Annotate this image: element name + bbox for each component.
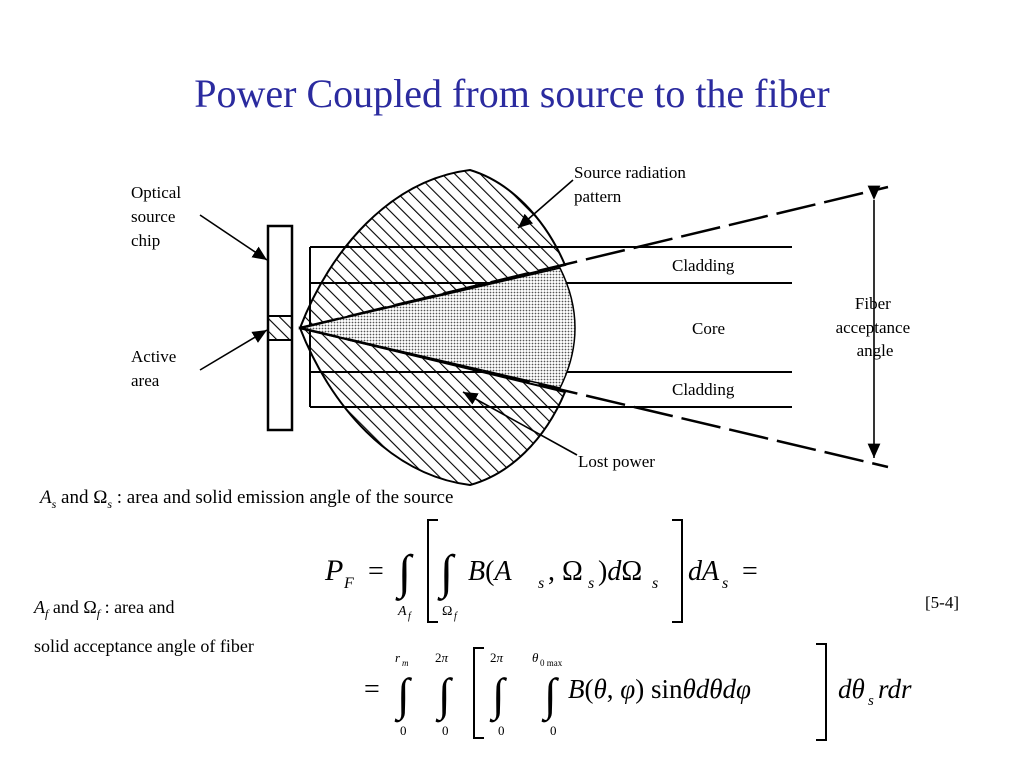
acceptance-lines: [299, 185, 889, 469]
active-area-block: [267, 315, 293, 341]
svg-text:=: =: [364, 674, 380, 705]
svg-text:A: A: [397, 604, 407, 619]
cladding-top-label: Cladding: [672, 256, 735, 275]
lost-power-label: Lost power: [578, 452, 655, 471]
optical-source-chip-label: Optical source chip: [131, 183, 185, 250]
svg-text:B(A: B(A: [468, 556, 512, 587]
slide-title: Power Coupled from source to the fiber: [194, 71, 830, 116]
svg-text:dA: dA: [688, 556, 720, 587]
svg-text:B(θ, φ) sinθdθdφ: B(θ, φ) sinθdθdφ: [568, 674, 751, 704]
svg-text:rdr: rdr: [878, 674, 912, 704]
svg-text:∫: ∫: [437, 546, 456, 601]
svg-text:f: f: [454, 611, 458, 622]
svg-text:)dΩ: )dΩ: [598, 556, 642, 587]
svg-text:F: F: [343, 575, 354, 592]
active-area-pointer: [199, 329, 268, 371]
fiber-symbols: Af and Ωf: [34, 597, 101, 621]
active-area-label: Active area: [131, 347, 181, 390]
svg-text:s: s: [868, 693, 874, 709]
svg-text:, Ω: , Ω: [548, 556, 583, 587]
svg-text:2π: 2π: [435, 650, 449, 665]
svg-text:∫: ∫: [435, 669, 453, 723]
svg-text:s: s: [722, 575, 728, 592]
svg-text:0 max: 0 max: [540, 658, 563, 668]
svg-text:0: 0: [498, 723, 505, 738]
fiber-acceptance-angle-label: Fiber acceptance angle: [836, 294, 915, 360]
radiation-pointer: [517, 179, 574, 229]
svg-text:∫: ∫: [541, 669, 559, 723]
reference-tag: [5-4]: [925, 593, 959, 612]
core-cone: [299, 267, 576, 389]
core-label: Core: [692, 319, 725, 338]
svg-text:m: m: [402, 658, 409, 668]
lost-power-pointer: [462, 391, 578, 456]
svg-text:∫: ∫: [489, 669, 507, 723]
svg-text:s: s: [652, 575, 658, 592]
svg-text:=: =: [368, 556, 384, 587]
fiber-definition-text1: : area and: [104, 597, 175, 617]
equation-power-coupled-expanded: = r m ∫ 0 2π ∫ 0 2π ∫ 0 θ 0 max ∫ 0 B(θ,…: [364, 643, 912, 741]
svg-text:θ: θ: [532, 650, 539, 665]
svg-text:0: 0: [442, 723, 449, 738]
svg-text:s: s: [588, 575, 594, 592]
svg-text:s: s: [538, 575, 544, 592]
chip-pointer: [199, 214, 268, 261]
svg-text:0: 0: [400, 723, 407, 738]
svg-text:Ω: Ω: [442, 604, 452, 619]
fiber-definition-line1: Af and Ωf : area and: [34, 597, 175, 622]
svg-text:2π: 2π: [490, 650, 504, 665]
svg-text:r: r: [395, 650, 401, 665]
svg-text:f: f: [408, 611, 412, 622]
radiation-lobe-upper: [298, 168, 567, 330]
svg-text:0: 0: [550, 723, 557, 738]
source-radiation-pattern-label: Source radiation pattern: [574, 163, 690, 206]
svg-text:=: =: [742, 556, 758, 587]
fiber-definition-line2: solid acceptance angle of fiber: [34, 636, 254, 656]
source-symbols: As and Ωs: [40, 487, 113, 511]
source-definition: As and Ωs : area and solid emission angl…: [40, 487, 453, 512]
source-definition-text: : area and solid emission angle of the s…: [116, 487, 454, 508]
equation-power-coupled: P F = ∫ A f ∫ Ω f B(A s , Ω s )dΩ s dA s…: [324, 519, 758, 623]
svg-text:∫: ∫: [395, 546, 414, 601]
cladding-bottom-label: Cladding: [672, 380, 735, 399]
svg-text:dθ: dθ: [838, 674, 865, 704]
radiation-lobe-lower: [298, 326, 567, 487]
svg-text:∫: ∫: [394, 669, 412, 723]
svg-text:P: P: [324, 554, 343, 587]
